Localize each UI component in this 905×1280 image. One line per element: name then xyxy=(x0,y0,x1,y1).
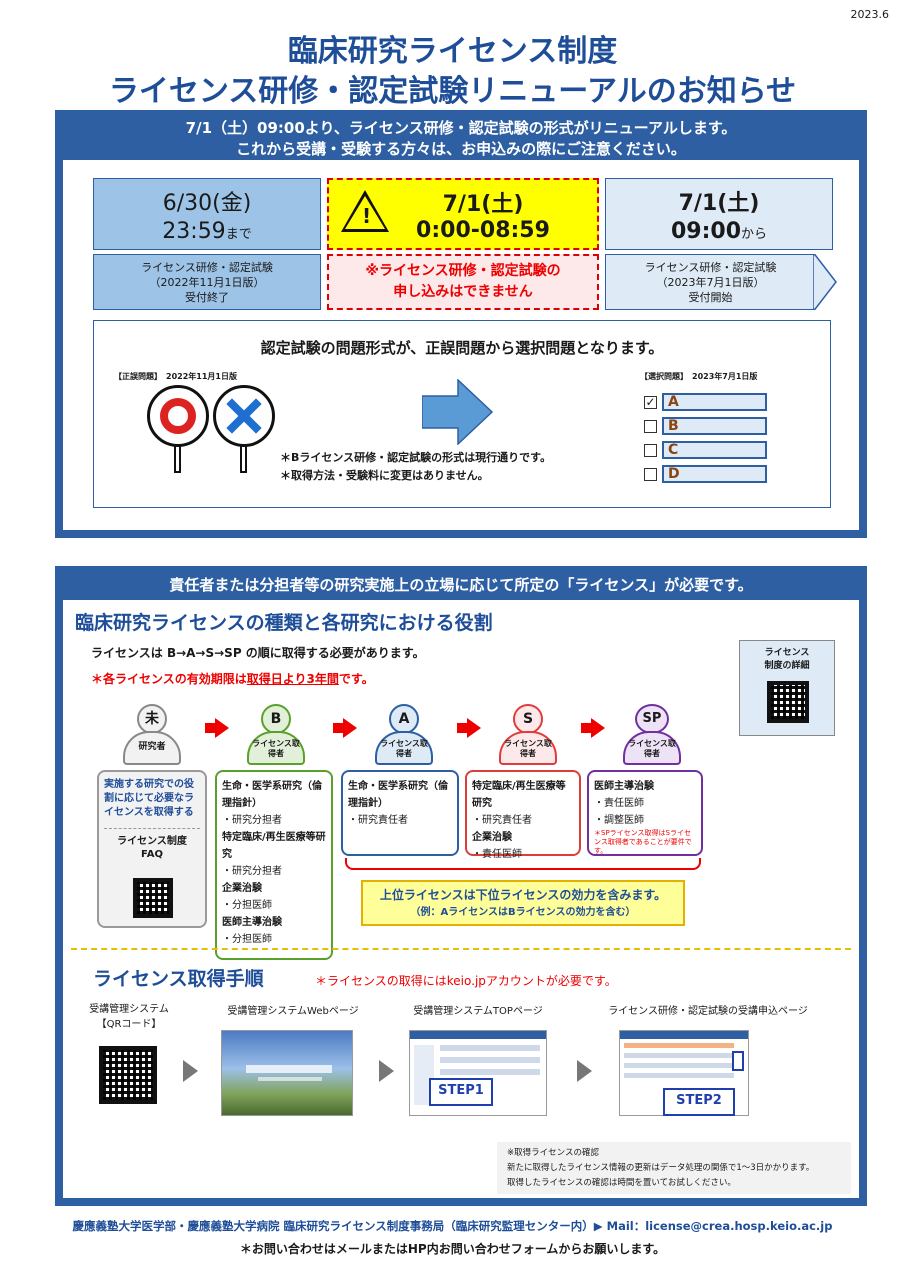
arrow-s-to-sp-icon xyxy=(581,718,605,738)
role-box-sp: 医師主導治験 ・責任医師 ・調整医師 ＊SPライセンス取得はSライセンス取得者で… xyxy=(587,770,703,856)
step1-label: STEP1 xyxy=(429,1078,493,1106)
format-change-arrow-icon xyxy=(422,379,494,445)
role-box-none: 実施する研究での役割に応じて必要なライセンスを取得する ライセンス制度 FAQ xyxy=(97,770,207,928)
level-none-figure: 未 研究者 xyxy=(119,704,185,765)
exam-format-box: 認定試験の問題形式が、正誤問題から選択問題となります。 【正誤問題】 2022年… xyxy=(93,320,831,508)
choice-checkbox-c xyxy=(644,444,657,457)
exam-notes: ＊Bライセンス研修・認定試験の形式は現行通りです。 ＊取得方法・受験料に変更はあ… xyxy=(280,451,552,482)
blackout-warning: ※ライセンス研修・認定試験の 申し込みはできません xyxy=(327,254,599,310)
role-box-a: 生命・医学系研究（倫理指針） ・研究責任者 xyxy=(341,770,459,856)
howto-note: ＊ライセンスの取得にはkeio.jpアカウントが必要です。 xyxy=(315,974,617,988)
license-types-title: 臨床研究ライセンスの種類と各研究における役割 xyxy=(75,612,493,634)
level-b-figure: B ライセンス取得者 xyxy=(243,704,309,765)
role-box-s: 特定臨床/再生医療等研究 ・研究責任者 企業治験 ・責任医師 xyxy=(465,770,581,860)
divider xyxy=(71,948,851,950)
after-start: 7/1(土) 09:00から xyxy=(605,178,833,250)
web-page-screenshot[interactable] xyxy=(221,1030,353,1116)
step2-label: STEP2 xyxy=(663,1088,735,1116)
upper-license-note: 上位ライセンスは下位ライセンスの効力を含みます。 （例：AライセンスはBライセン… xyxy=(361,880,685,926)
faq-qr-icon[interactable] xyxy=(133,878,173,918)
step-arrow-icon xyxy=(183,1060,198,1082)
level-sp-figure: SP ライセンス取得者 xyxy=(619,704,685,765)
after-desc: ライセンス研修・認定試験 （2023年7月1日版） 受付開始 xyxy=(605,254,815,310)
bracket-line xyxy=(345,858,701,870)
step-arrow-icon xyxy=(577,1060,592,1082)
license-confirm-note: ※取得ライセンスの確認 新たに取得したライセンス情報の更新はデータ処理の関係で1… xyxy=(497,1142,851,1194)
arrow-b-to-a-icon xyxy=(333,718,357,738)
step-label-web: 受講管理システムWebページ xyxy=(227,1006,359,1017)
license-detail-qr-icon[interactable] xyxy=(767,681,809,723)
before-deadline: 6/30(金) 23:59まで xyxy=(93,178,321,250)
arrow-a-to-s-icon xyxy=(457,718,481,738)
after-arrow-tip xyxy=(813,254,837,310)
role-box-b: 生命・医学系研究（倫理指針） ・研究分担者 特定臨床/再生医療等研究 ・研究分担… xyxy=(215,770,333,960)
license-detail-qr-box[interactable]: ライセンス 制度の詳細 xyxy=(739,640,835,736)
license-validity: ＊各ライセンスの有効期限は取得日より3年間です。 xyxy=(91,672,374,686)
page-title: 臨床研究ライセンス制度 xyxy=(287,34,618,69)
footer-contact: 慶應義塾大学医学部・慶應義塾大学病院 臨床研究ライセンス制度事務局（臨床研究監理… xyxy=(72,1219,833,1233)
footer-inquiry: ＊お問い合わせはメールまたはHP内お問い合わせフォームからお願いします。 xyxy=(239,1242,666,1256)
license-content: 臨床研究ライセンスの種類と各研究における役割 ライセンスは B→A→S→SP の… xyxy=(63,600,859,1198)
level-s-figure: S ライセンス取得者 xyxy=(495,704,561,765)
page-subtitle: ライセンス研修・認定試験リニューアルのお知らせ xyxy=(108,74,797,109)
choice-checkbox-b xyxy=(644,420,657,433)
renewal-section: 7/1（土）09:00より、ライセンス研修・認定試験の形式がリニューアルします。… xyxy=(55,110,867,538)
choice-d: D xyxy=(662,465,767,483)
choice-checkbox-d xyxy=(644,468,657,481)
choice-checkbox-a: ✓ xyxy=(644,395,657,409)
new-format-label: 【選択問題】 2023年7月1日版 xyxy=(640,372,758,381)
choice-a: A xyxy=(662,393,767,411)
step-arrow-icon xyxy=(379,1060,394,1082)
exam-headline: 認定試験の問題形式が、正誤問題から選択問題となります。 xyxy=(260,339,664,357)
renewal-content: 6/30(金) 23:59まで ライセンス研修・認定試験 （2022年11月1日… xyxy=(63,160,859,530)
issue-date: 2023.6 xyxy=(850,8,890,21)
old-format-label: 【正誤問題】 2022年11月1日版 xyxy=(114,372,237,381)
license-section-head: 責任者または分担者等の研究実施上の立場に応じて所定の「ライセンス」が必要です。 xyxy=(169,576,753,594)
step-label-qr: 受講管理システム 【QRコード】 xyxy=(89,1004,169,1030)
arrow-none-to-b-icon xyxy=(205,718,229,738)
choice-b: B xyxy=(662,417,767,435)
renewal-notice: 7/1（土）09:00より、ライセンス研修・認定試験の形式がリニューアルします。… xyxy=(185,119,737,158)
step-label-top: 受講管理システムTOPページ xyxy=(413,1006,543,1017)
before-desc: ライセンス研修・認定試験 （2022年11月1日版） 受付終了 xyxy=(93,254,321,310)
system-qr-icon[interactable] xyxy=(99,1046,157,1104)
choice-c: C xyxy=(662,441,767,459)
blackout-period: ! 7/1(土) 0:00-08:59 xyxy=(327,178,599,250)
license-order: ライセンスは B→A→S→SP の順に取得する必要があります。 xyxy=(91,646,425,660)
step-label-apply: ライセンス研修・認定試験の受講申込ページ xyxy=(608,1006,808,1017)
level-a-figure: A ライセンス取得者 xyxy=(371,704,437,765)
license-section: 責任者または分担者等の研究実施上の立場に応じて所定の「ライセンス」が必要です。 … xyxy=(55,566,867,1206)
howto-title: ライセンス取得手順 xyxy=(93,968,264,990)
